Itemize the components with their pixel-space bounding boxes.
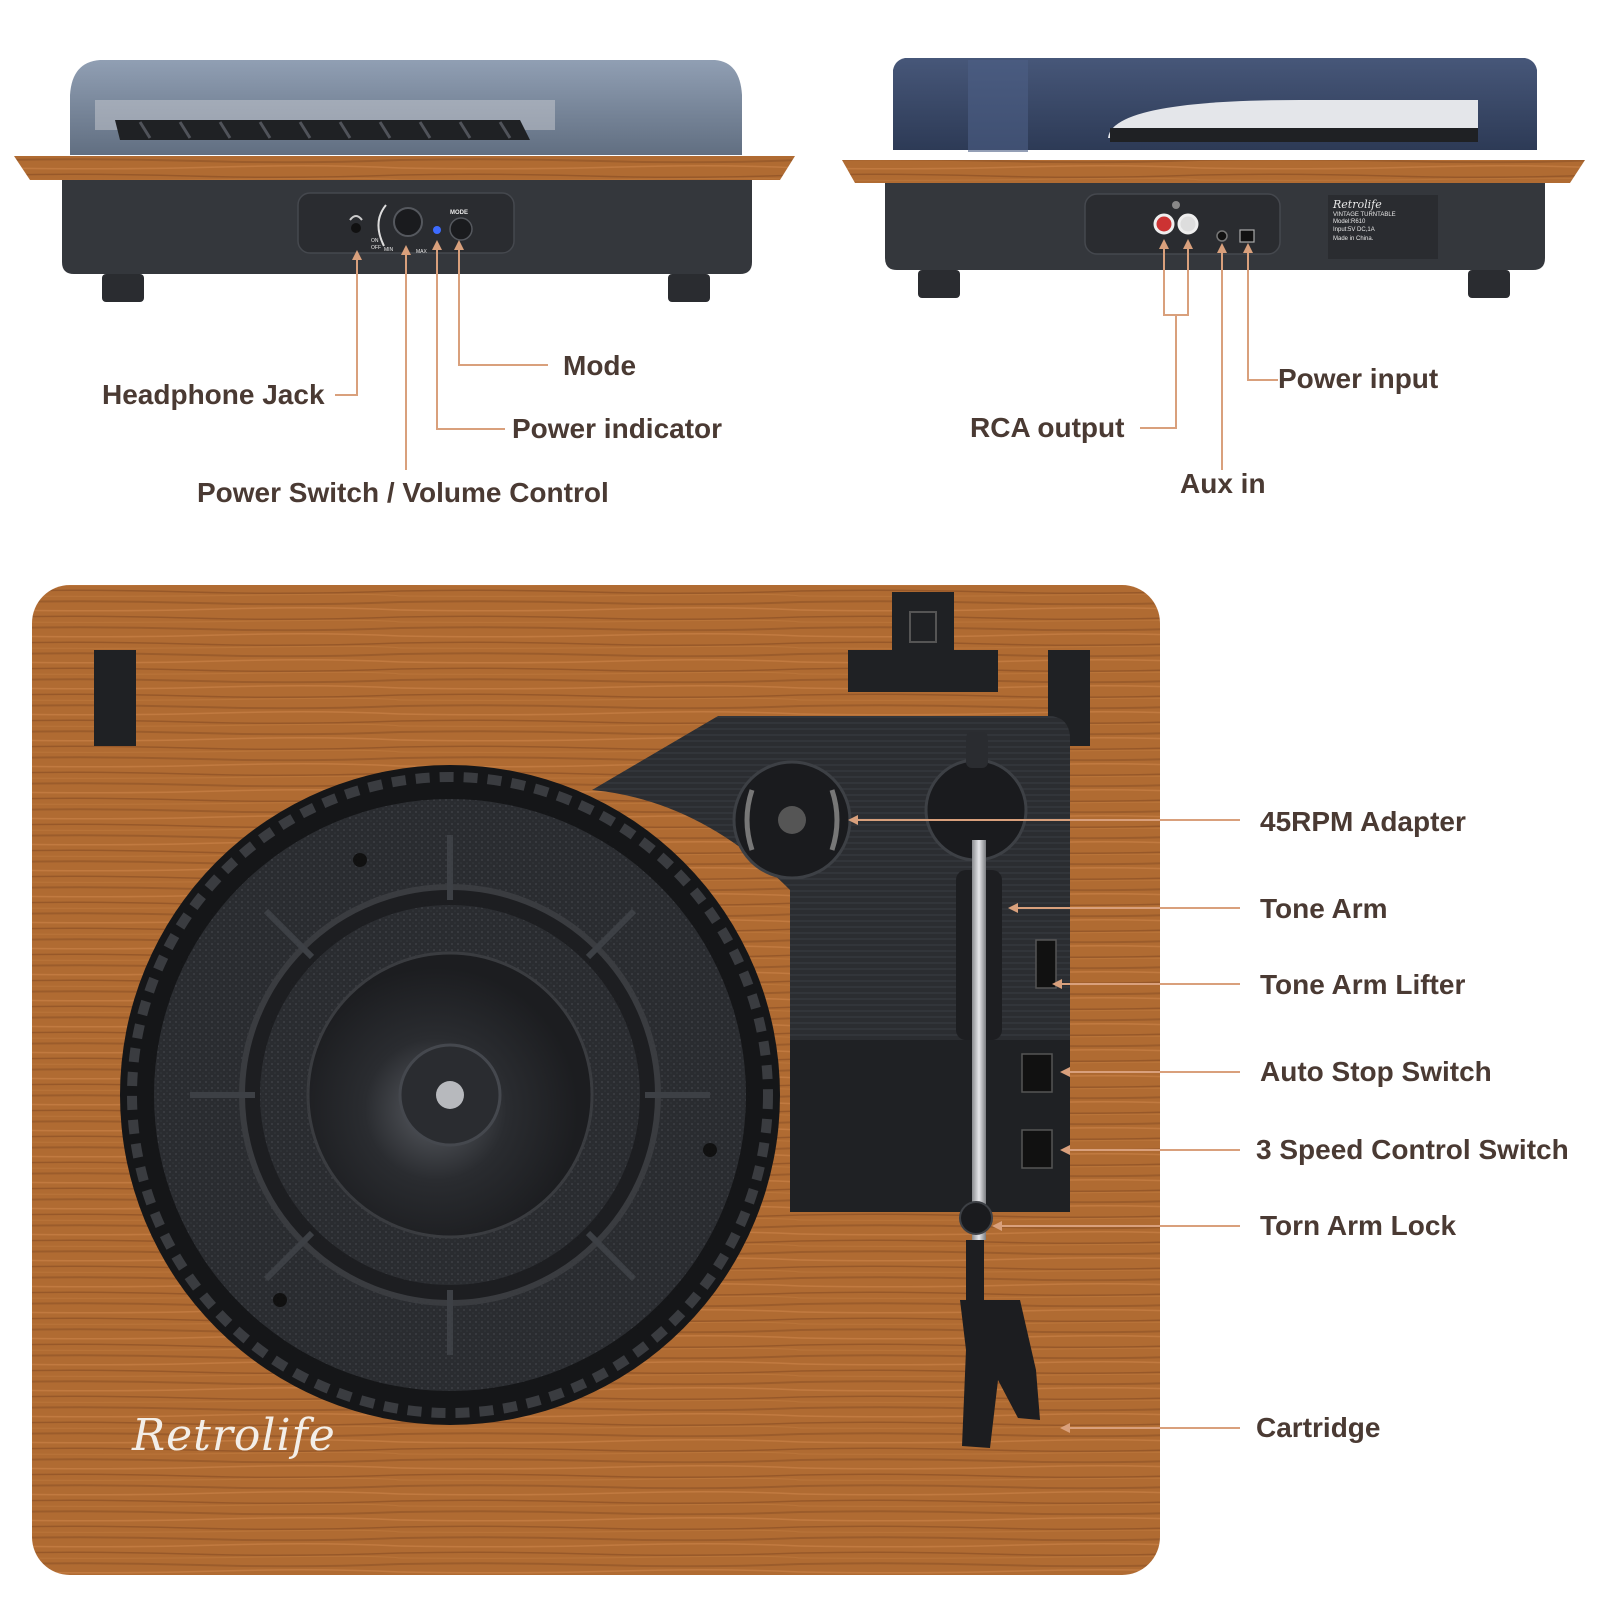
brand-logo: Retrolife bbox=[132, 1410, 336, 1461]
off-panel-mark: OFF bbox=[371, 245, 381, 251]
cartridge-label: Cartridge bbox=[1256, 1412, 1381, 1443]
arm-lock-label: Torn Arm Lock bbox=[1260, 1210, 1457, 1241]
auto-stop-switch-label: Auto Stop Switch bbox=[1260, 1056, 1492, 1087]
rear-view-turntable bbox=[842, 58, 1585, 298]
speed-control-switch-label: 3 Speed Control Switch bbox=[1256, 1134, 1569, 1165]
front-view-leader-lines bbox=[335, 242, 548, 470]
top-view-leader-lines bbox=[852, 819, 1240, 1429]
rating-label-brand: Retrolife bbox=[1333, 198, 1382, 211]
rating-label-line3: Input:5V DC,1A bbox=[1333, 226, 1375, 233]
front-view-leader-arrows bbox=[352, 240, 464, 260]
headphone-jack-label: Headphone Jack bbox=[102, 379, 325, 410]
tone-arm-lifter-label: Tone Arm Lifter bbox=[1260, 969, 1466, 1000]
mode-label: Mode bbox=[563, 350, 637, 381]
rear-view-leader-lines bbox=[1140, 242, 1278, 470]
max-panel-mark: MAX bbox=[416, 249, 427, 255]
rating-label-line1: VINTAGE TURNTABLE bbox=[1333, 211, 1396, 218]
power-switch-volume-label: Power Switch / Volume Control bbox=[197, 477, 609, 508]
power-indicator-label: Power indicator bbox=[512, 413, 723, 444]
rca-output-label: RCA output bbox=[970, 412, 1125, 443]
top-view-leader-arrows bbox=[848, 815, 1070, 1433]
rating-label-line4: Made in China. bbox=[1333, 236, 1374, 243]
on-panel-mark: ON bbox=[371, 238, 379, 244]
top-view-turntable bbox=[32, 585, 1160, 1575]
tone-arm-label: Tone Arm bbox=[1260, 893, 1388, 924]
rating-label-line2: Model:R610 bbox=[1333, 219, 1366, 226]
power-input-label: Power input bbox=[1278, 363, 1439, 394]
adapter-45rpm-label: 45RPM Adapter bbox=[1260, 806, 1466, 837]
rating-label: Retrolife VINTAGE TURNTABLE Model:R610 I… bbox=[1328, 195, 1438, 259]
mode-panel-mark: MODE bbox=[450, 210, 468, 216]
aux-in-label: Aux in bbox=[1180, 468, 1266, 499]
front-view-turntable bbox=[14, 60, 795, 302]
rear-view-leader-arrows bbox=[1159, 239, 1253, 253]
min-panel-mark: MIN bbox=[384, 247, 394, 253]
